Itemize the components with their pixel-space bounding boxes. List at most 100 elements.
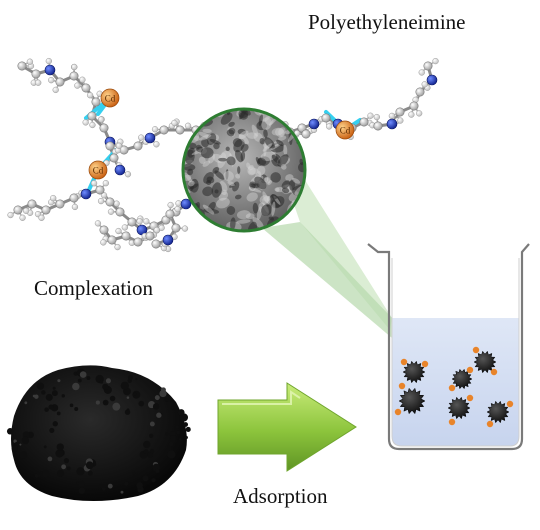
pore <box>261 195 271 206</box>
hydrogen-atom <box>174 205 181 213</box>
adsorbent-particle <box>486 400 510 424</box>
powder-grain <box>148 433 154 438</box>
powder-grain <box>99 380 104 384</box>
cd-ion <box>448 384 456 392</box>
pore <box>190 109 201 117</box>
powder-grain <box>69 403 74 408</box>
nitrogen-atom <box>114 164 126 176</box>
hydrogen-atom <box>416 110 423 117</box>
pore <box>292 177 301 184</box>
pore <box>238 130 249 140</box>
pore <box>206 176 215 184</box>
pore <box>238 111 249 120</box>
pore <box>259 138 265 145</box>
hydrogen-atom <box>22 207 30 214</box>
pore <box>221 189 227 196</box>
pore <box>271 201 276 216</box>
cd-ion <box>421 360 429 368</box>
pore <box>191 110 206 121</box>
pore <box>240 143 249 152</box>
powder-grain <box>24 401 28 405</box>
hydrogen-atom <box>19 214 26 221</box>
powder-grain <box>21 436 30 445</box>
nitrogen-atom <box>386 118 398 130</box>
pore <box>263 177 269 183</box>
powder-grain <box>109 395 116 402</box>
powder-grain <box>95 400 100 405</box>
powder-grain <box>179 438 182 441</box>
cd-ion-label: Cd <box>105 94 116 104</box>
powder-grain <box>151 478 156 483</box>
powder-grain <box>42 469 50 478</box>
nitrogen-atom <box>308 118 320 130</box>
carbon-atom <box>145 231 155 241</box>
carbon-atom <box>133 141 143 151</box>
pore <box>232 138 243 148</box>
carbon-atom <box>159 125 169 135</box>
pore <box>278 135 287 141</box>
nitrogen-atom <box>44 64 56 76</box>
carbon-atom <box>105 197 115 207</box>
powder-grain <box>11 445 19 452</box>
pore <box>211 182 222 198</box>
pore <box>200 147 214 159</box>
carbon-atom <box>31 69 41 79</box>
cd-ion <box>398 382 406 390</box>
pore <box>207 201 216 212</box>
hydrogen-atom <box>421 81 428 88</box>
hydrogen-atom <box>100 239 107 246</box>
powder-grain <box>183 422 189 427</box>
pore <box>236 210 251 220</box>
powder-grain <box>124 409 131 415</box>
cd-ion <box>506 400 514 408</box>
pore <box>225 146 230 152</box>
hydrogen-atom <box>373 113 380 121</box>
hydrogen-atom <box>113 200 120 207</box>
hydrogen-atom <box>107 208 115 215</box>
cd-ion <box>466 366 474 374</box>
hydrogen-atom <box>115 142 123 149</box>
pore <box>237 166 241 174</box>
pore <box>264 115 274 126</box>
pore <box>188 142 197 150</box>
powder-grain <box>176 430 180 435</box>
hydrogen-atom <box>35 79 42 86</box>
pore <box>262 191 269 203</box>
powder-grain <box>36 382 45 390</box>
pore <box>271 127 284 136</box>
pore <box>227 180 235 187</box>
powder-pile <box>11 365 187 501</box>
powder-grain <box>51 390 58 397</box>
adsorbent-particle <box>402 360 426 384</box>
cd-ion <box>472 346 480 354</box>
pore <box>276 139 284 147</box>
cd-ion <box>490 368 498 376</box>
carbon-atom <box>121 231 131 241</box>
powder-grain <box>63 458 70 464</box>
hydrogen-atom <box>153 141 160 148</box>
powder-grain <box>120 381 129 390</box>
powder-grain <box>49 427 55 434</box>
powder-grain <box>135 378 138 381</box>
pore <box>198 131 210 138</box>
pore <box>264 177 271 184</box>
powder-grain <box>61 464 67 470</box>
powder-grain <box>55 449 64 458</box>
carbon-atom <box>27 199 37 209</box>
pore <box>246 192 258 202</box>
pore <box>202 128 212 134</box>
pore <box>216 197 230 209</box>
powder-grain <box>160 387 166 393</box>
powder-grain <box>43 445 47 449</box>
hydrogen-atom <box>167 201 174 209</box>
pore <box>284 109 300 120</box>
powder-grain <box>85 461 94 470</box>
carbon-atom <box>359 117 369 127</box>
carbon-atom <box>81 83 91 93</box>
hydrogen-atom <box>326 123 333 130</box>
hydrogen-atom <box>143 218 150 225</box>
powder-grain <box>124 481 129 486</box>
powder-grain <box>19 443 22 446</box>
pore <box>246 132 258 139</box>
pore <box>275 128 285 138</box>
